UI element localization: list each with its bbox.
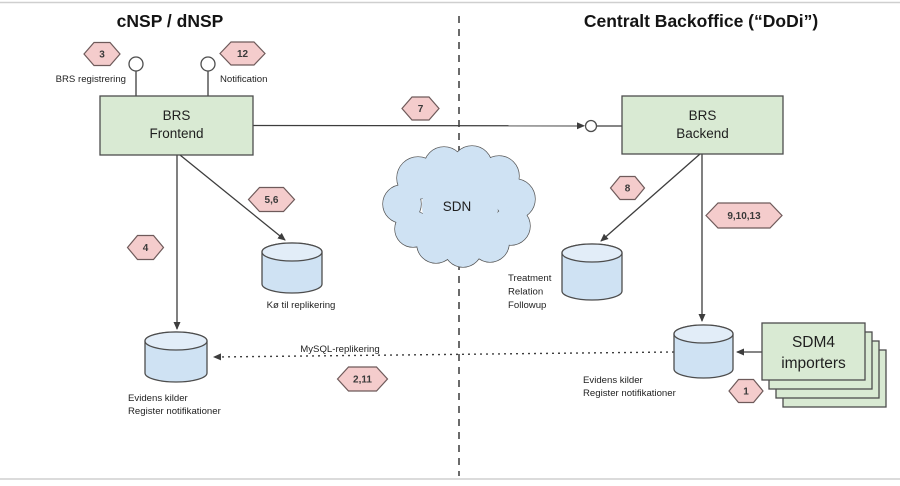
badge-1-hexagon [728, 378, 764, 404]
sdm4-importers-node [761, 322, 866, 381]
title-right-zone: Centralt Backoffice (“DoDi”) [584, 11, 818, 31]
sdn-cloud-fill-layer [383, 146, 535, 267]
badge-4-hexagon [126, 234, 165, 261]
badge-8-hexagon [609, 175, 646, 201]
treatment-cylinder-top [561, 243, 623, 263]
interface-circle-backend [584, 119, 598, 133]
badge-1-label: 1 [743, 387, 749, 398]
brs-frontend-node [99, 95, 254, 156]
datastore-bodies [144, 242, 734, 383]
badge-91013-label: 9,10,13 [727, 211, 761, 222]
notification-label: Notification [220, 74, 267, 85]
badge-211-label: 2,11 [353, 375, 372, 386]
title-left-zone: cNSP / dNSP [117, 11, 224, 31]
step-badges [83, 41, 783, 404]
badge-56-hexagon [247, 186, 296, 213]
evidens-right-label-line1: Evidens kilder [583, 375, 644, 386]
sdm4-label-line1: SDM4 [792, 334, 835, 351]
interface-circle-registrering [128, 56, 144, 72]
brs-frontend-label-line1: BRS [163, 108, 191, 123]
brs-backend-label-line2: Backend [676, 126, 729, 141]
brs-backend-label-line1: BRS [689, 108, 717, 123]
sdm4-label-line2: importers [781, 355, 846, 372]
process-nodes [99, 95, 887, 408]
dotted-arrow-mysql-replication [213, 351, 675, 361]
evidens-left-label-line2: Register notifikationer [128, 406, 222, 417]
badge-12-label: 12 [237, 49, 249, 60]
datastore-tops [144, 242, 734, 351]
badge-3-hexagon [83, 41, 121, 67]
badge-211-hexagon [336, 366, 389, 392]
queue-cylinder-top [261, 242, 323, 262]
brs-backend-node [621, 95, 784, 155]
evidens-left-label-line1: Evidens kilder [128, 393, 189, 404]
interface-circle-notification [200, 56, 216, 72]
treatment-label-line2: Relation [508, 287, 543, 298]
badge-7-label: 7 [418, 104, 424, 115]
queue-label: Kø til replikering [267, 300, 336, 311]
treatment-label-line3: Followup [508, 300, 546, 311]
badge-91013-hexagon [705, 202, 783, 229]
mysql-replication-label: MySQL-replikering [300, 344, 379, 355]
badge-56-label: 5,6 [265, 195, 279, 206]
treatment-label-line1: Treatment [508, 273, 552, 284]
evidens-right-cylinder-top [673, 324, 734, 344]
badge-8-label: 8 [625, 184, 631, 195]
arrow-backend-to-treatment [600, 153, 701, 242]
sdn-cloud-label: SDN [443, 199, 472, 214]
badge-7-hexagon [401, 96, 440, 121]
evidens-left-cylinder-top [144, 331, 208, 351]
badge-12-hexagon [219, 41, 266, 66]
badge-3-label: 3 [99, 50, 105, 61]
arrow-frontend-to-queue [179, 154, 286, 241]
connectors [135, 71, 762, 361]
evidens-right-label-line2: Register notifikationer [583, 388, 677, 399]
brs-registrering-label: BRS registrering [56, 74, 126, 85]
badge-4-label: 4 [143, 243, 149, 254]
brs-frontend-label-line2: Frontend [149, 126, 203, 141]
